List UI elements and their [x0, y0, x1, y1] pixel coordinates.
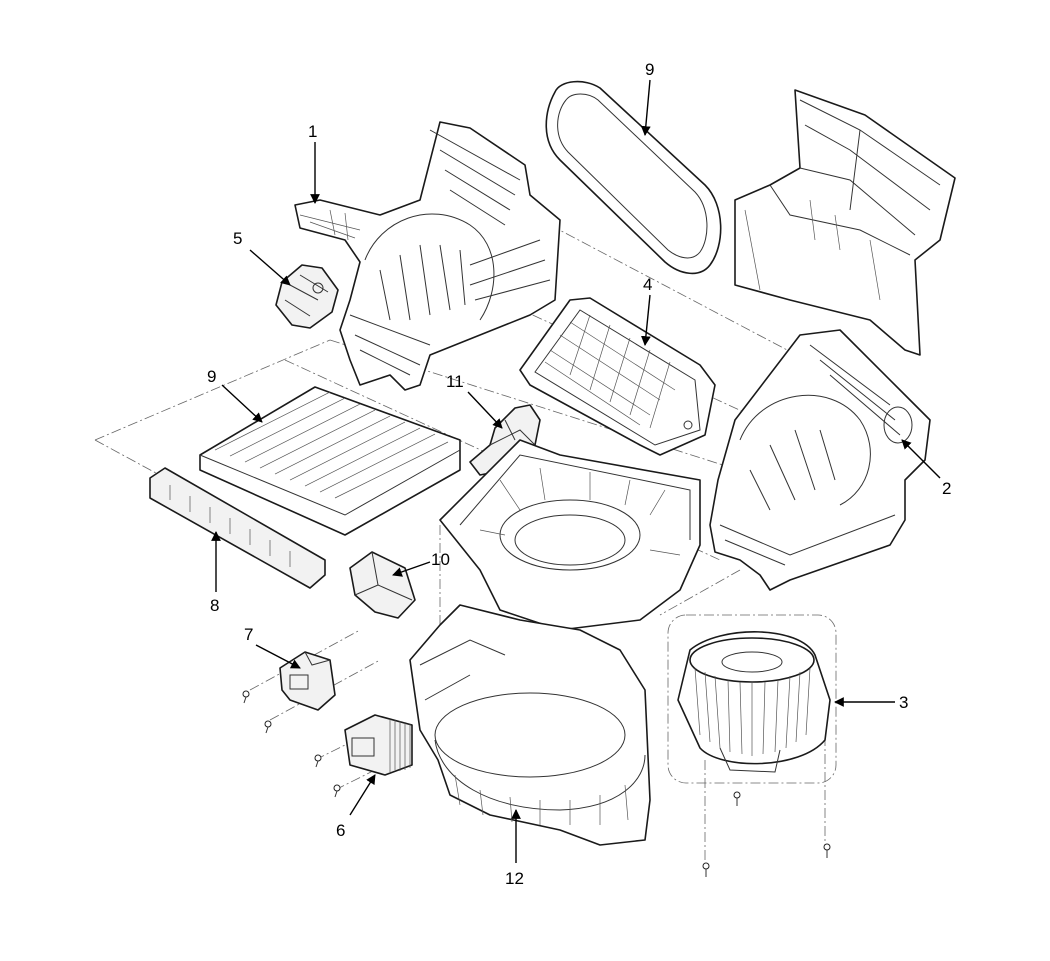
part-6-transistor — [344, 714, 413, 776]
part-9-air-filter — [199, 386, 461, 536]
part-9-gasket — [545, 80, 722, 275]
leader-4 — [641, 294, 651, 346]
callout-9-lower: 9 — [207, 367, 216, 386]
callout-6: 6 — [336, 821, 345, 840]
part-1-upper-housing — [294, 121, 561, 391]
leader-11 — [467, 391, 503, 429]
screw — [333, 784, 341, 798]
blower-upper-case — [439, 439, 701, 631]
leader-10 — [392, 561, 431, 577]
screw — [264, 720, 272, 734]
callout-12: 12 — [505, 869, 524, 888]
part-7-module — [279, 651, 336, 711]
screw — [823, 843, 831, 858]
callout-7: 7 — [244, 625, 253, 644]
part-5-actuator — [275, 264, 339, 329]
screw — [242, 690, 250, 704]
callout-8: 8 — [210, 596, 219, 615]
callout-9-top: 9 — [645, 60, 654, 79]
leader-7 — [255, 644, 301, 669]
leader-lines — [211, 79, 941, 863]
callout-10: 10 — [431, 550, 450, 569]
leader-9-top — [640, 79, 651, 136]
part-8-filter-cover — [149, 467, 326, 589]
leader-6 — [349, 774, 376, 816]
screw — [733, 791, 741, 806]
callout-4: 4 — [643, 275, 652, 294]
callout-1: 1 — [308, 122, 317, 141]
part-4-core — [519, 297, 716, 456]
part-2-heater-unit — [709, 329, 931, 591]
part-12-blower-case — [409, 604, 651, 846]
part-3-blower-motor — [667, 614, 837, 784]
leader-2 — [901, 439, 941, 479]
screw — [702, 862, 710, 877]
leader-5 — [249, 249, 291, 286]
callout-3: 3 — [899, 693, 908, 712]
callout-labels: 1 9 5 4 9 11 2 8 10 7 3 6 12 — [207, 60, 951, 888]
screw — [314, 754, 322, 768]
leader-9-lower — [221, 384, 263, 423]
duct-cover — [734, 89, 956, 356]
callout-11: 11 — [446, 372, 464, 391]
callout-5: 5 — [233, 229, 242, 248]
part-10-resistor — [349, 551, 416, 619]
screws — [242, 690, 831, 877]
callout-2: 2 — [942, 479, 951, 498]
